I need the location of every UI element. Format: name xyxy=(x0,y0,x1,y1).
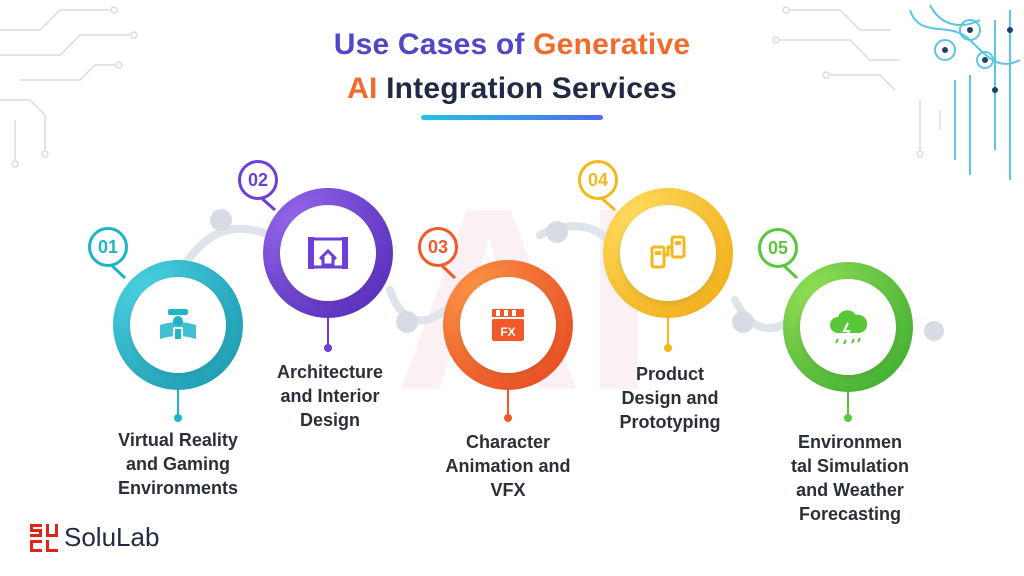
use-case-02-label-line: and Interior xyxy=(280,386,380,406)
title-highlight: Generative xyxy=(533,28,691,61)
solulab-logo-icon xyxy=(30,523,58,552)
use-case-03-inner: FX xyxy=(460,277,556,373)
use-case-04-label-line: Product xyxy=(635,364,704,384)
use-case-05-inner xyxy=(800,279,896,375)
svg-text:FX: FX xyxy=(500,325,515,339)
use-case-05-label-line: Environmen xyxy=(797,432,903,452)
title-text: Use Cases of xyxy=(333,28,534,61)
use-case-03-label-line: Animation and xyxy=(445,456,571,476)
use-case-01-number: 01 xyxy=(97,236,119,257)
brand-name: SoluLab xyxy=(64,522,160,552)
storm-cloud-icon xyxy=(830,310,868,345)
use-case-05-label: Environmen tal Simulation and Weather Fo… xyxy=(770,430,930,526)
use-case-03-label-line: Character xyxy=(465,432,551,452)
title-ai-highlight: AI xyxy=(347,72,378,105)
vr-icon xyxy=(160,309,196,341)
use-case-02-label-line: Design xyxy=(299,410,360,430)
page-title-line1: Use Cases of Generative xyxy=(0,28,1024,62)
use-case-02-number: 02 xyxy=(247,169,269,190)
use-case-04-circle xyxy=(603,188,733,318)
use-case-05-circle xyxy=(783,262,913,392)
use-case-03-badge: 03 xyxy=(418,227,458,267)
page-title-line2: AI Integration Services xyxy=(0,72,1024,106)
use-case-01-badge: 01 xyxy=(88,227,128,267)
use-case-01-label-line: and Gaming xyxy=(125,454,230,474)
devices-prototype-icon xyxy=(650,235,686,269)
use-case-05-label-line: tal Simulation xyxy=(790,456,909,476)
solulab-logo: SoluLab xyxy=(30,522,159,553)
use-case-04-badge: 04 xyxy=(578,160,618,200)
circuit-decoration-left xyxy=(0,6,138,168)
use-case-04-inner xyxy=(620,205,716,301)
use-case-01-label-line: Virtual Reality xyxy=(118,430,238,450)
use-case-01-inner xyxy=(130,277,226,373)
use-case-04-label: Product Design and Prototyping xyxy=(590,362,750,434)
use-case-02-circle xyxy=(263,188,393,318)
use-case-02-inner xyxy=(280,205,376,301)
title-text-2: Integration Services xyxy=(377,72,677,105)
use-case-03-circle: FX xyxy=(443,260,573,390)
use-case-03-number: 03 xyxy=(427,236,449,257)
circuit-decoration-right xyxy=(772,4,1021,180)
use-case-05-badge: 05 xyxy=(758,228,798,268)
use-case-01-label: Virtual Reality and Gaming Environments xyxy=(98,428,258,500)
use-case-03-label: Character Animation and VFX xyxy=(428,430,588,502)
use-case-02-label-line: Architecture xyxy=(276,362,384,382)
use-case-02-label: Architecture and Interior Design xyxy=(250,360,410,432)
title-underline xyxy=(421,115,603,120)
use-case-05-number: 05 xyxy=(767,237,789,258)
clapperboard-fx-icon: FX xyxy=(492,309,524,341)
use-case-05-label-line: and Weather xyxy=(796,480,904,500)
use-case-04-label-line: Prototyping xyxy=(619,412,721,432)
use-case-03-label-line: VFX xyxy=(490,480,526,500)
use-case-04-label-line: Design and xyxy=(621,388,719,408)
use-case-04-number: 04 xyxy=(587,169,609,190)
use-case-02-badge: 02 xyxy=(238,160,278,200)
use-case-01-circle xyxy=(113,260,243,390)
use-case-05-label-line: Forecasting xyxy=(798,504,902,524)
blueprint-house-icon xyxy=(308,237,348,269)
use-case-01-label-line: Environments xyxy=(117,478,239,498)
